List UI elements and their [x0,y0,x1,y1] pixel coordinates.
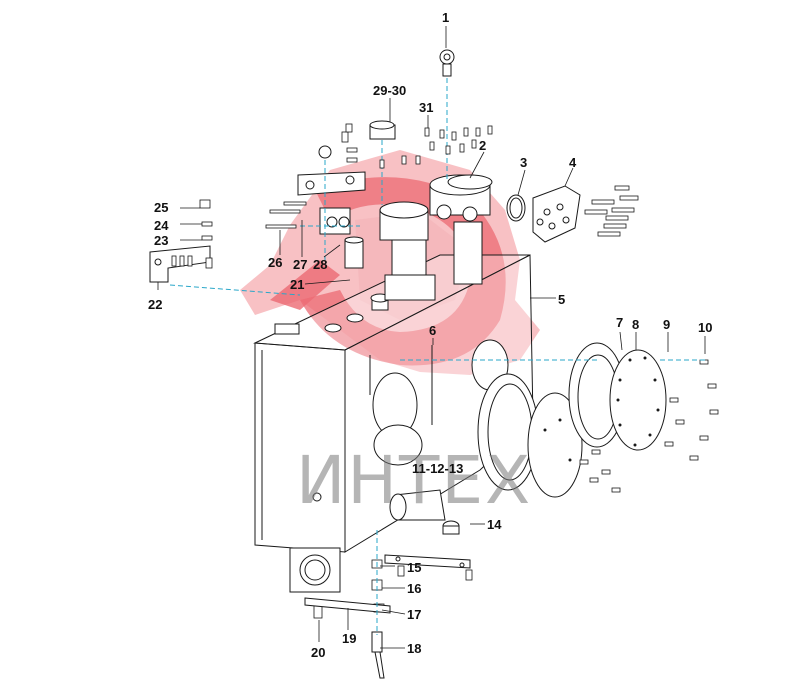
bottom-parts [304,520,473,679]
callout-7: 7 [616,315,624,330]
tank-body [253,254,534,593]
callout-23: 23 [154,233,169,248]
callout-24: 24 [154,218,169,233]
callout-26: 26 [268,255,283,270]
watermark-text: ИНТЕХ [296,442,533,519]
callout-8: 8 [632,317,640,332]
callout-25: 25 [154,200,169,215]
callout-15: 15 [407,560,422,575]
callout-21: 21 [290,277,305,292]
callout-28: 28 [313,257,328,272]
callout-29-30: 29-30 [373,83,407,98]
callout-6: 6 [429,323,437,338]
callout-27: 27 [293,257,308,272]
callout-5: 5 [558,292,566,307]
callout-2: 2 [479,138,487,153]
screws-31 [379,125,493,169]
callout-20: 20 [311,645,326,660]
callout-4: 4 [569,155,577,170]
callout-3: 3 [520,155,528,170]
callout-14: 14 [487,517,502,532]
callout-17: 17 [407,607,422,622]
callout-16: 16 [407,581,422,596]
callout-31: 31 [419,100,434,115]
callout-19: 19 [342,631,357,646]
callout-10: 10 [698,320,713,335]
cover-plates [400,342,719,498]
callout-22: 22 [148,297,163,312]
manifold-4 [506,185,639,243]
valve-assembly [265,123,366,269]
filter-assembly [379,174,493,301]
callout-1: 1 [442,10,450,25]
eye-bolt [439,49,455,180]
cap-29-30 [369,120,396,205]
callout-18: 18 [407,641,422,656]
leader-lines [157,26,706,649]
callout-11-12-13: 11-12-13 [412,461,464,476]
callout-9: 9 [663,317,671,332]
bracket-22 [149,199,301,296]
